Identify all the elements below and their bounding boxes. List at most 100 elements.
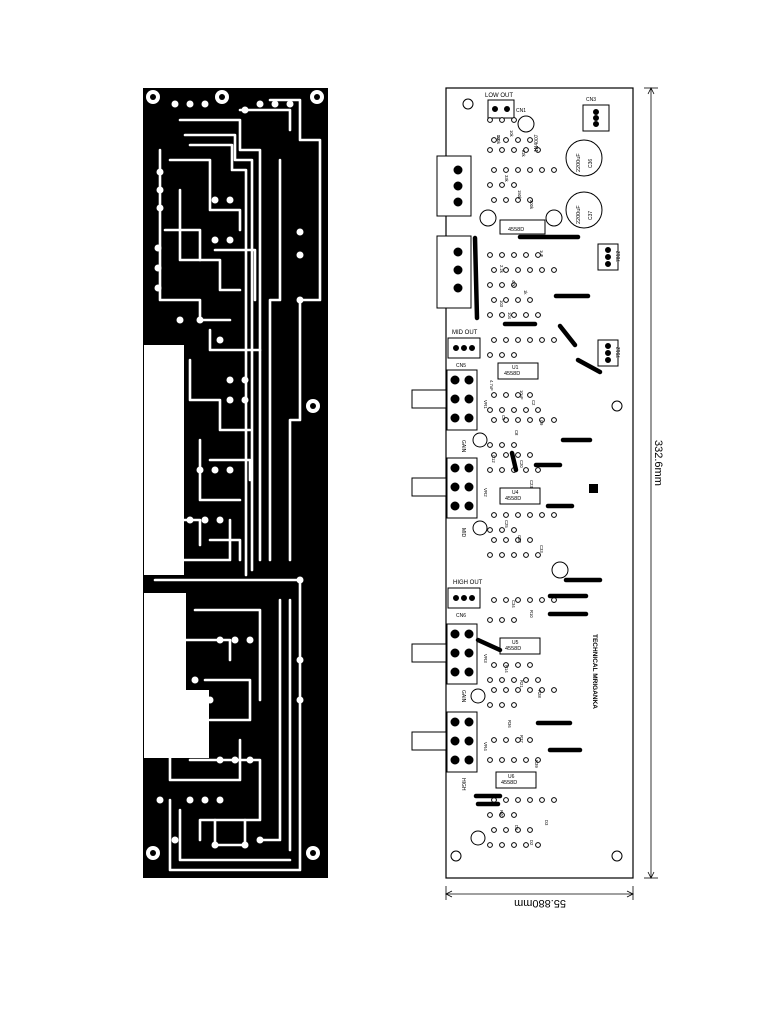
chip-u1-ref: U1 [512,365,519,371]
pad [487,617,493,623]
high-out-label: HIGH OUT [453,580,483,586]
pad [527,662,533,668]
height-dimension-label: 332.6mm [652,440,664,486]
chip-u4-ref: U4 [512,490,519,496]
pad [491,662,497,668]
pad [503,537,509,543]
chip-u6-ref: U6 [508,774,515,780]
pad [503,167,509,173]
copper-traces [153,98,322,872]
pad [527,537,533,543]
component-value-label: 10uF [519,390,524,400]
pad [527,167,533,173]
chip-u5-part: 4558D [505,646,521,652]
pad [515,297,521,303]
component-value-label: D2 [529,840,534,846]
pad [523,757,529,763]
pad [491,687,497,693]
cn6-label: CN6 [456,613,466,619]
pad [523,252,529,258]
copper-mounting-holes [146,90,324,860]
component-value-label: R39 [534,760,539,768]
knob-label-high: HIGH [460,778,466,791]
pad [491,537,497,543]
cap-c37-ref: C37 [588,211,594,220]
pad [535,407,541,413]
pad [527,137,533,143]
silk-mounting-holes [450,98,623,862]
silkscreen-board [411,87,634,879]
component-value-label: C12 [491,455,496,463]
pad [515,597,521,603]
pad [551,337,557,343]
pot-vr1-ref: VR1 [483,400,488,409]
pad [499,842,505,848]
pad [515,737,521,743]
component-value-label: R21 [519,680,524,688]
pad [503,337,509,343]
knob-label-gain-2: GAIN [460,690,466,703]
component-value-label: 103 [499,300,504,308]
cap-c36-value: 2200uF [576,153,582,172]
component-value-label: C20 [519,460,524,468]
pad [511,252,517,258]
pad [511,757,517,763]
pad [499,812,505,818]
cap-c36-ref: C36 [588,159,594,168]
pad [491,137,497,143]
pad [503,797,509,803]
pad [503,392,509,398]
pad [527,417,533,423]
pad [515,687,521,693]
pad [539,167,545,173]
pad [511,677,517,683]
pad [487,352,493,358]
component-value-label: C2 [531,400,536,406]
pad [499,117,505,123]
pad [511,282,517,288]
audio-jacks [411,389,447,751]
pad [503,197,509,203]
output-connectors [447,99,619,609]
pad [511,312,517,318]
cap-c37-value: 2200uF [576,205,582,224]
pad [523,552,529,558]
pad [551,167,557,173]
pad [515,417,521,423]
pad [487,442,493,448]
pad [511,147,517,153]
knob-label-mid: MID [460,528,466,538]
pad [551,267,557,273]
pad [499,617,505,623]
pad [523,147,529,153]
pad [551,797,557,803]
pad [523,467,529,473]
pad [511,442,517,448]
pad [515,512,521,518]
pad [503,137,509,143]
pad [527,797,533,803]
pad [551,512,557,518]
component-value-label: 200k [529,200,534,210]
pot-vr4-ref: VR4 [483,742,488,751]
pad [527,267,533,273]
pad [487,552,493,558]
pad [487,147,493,153]
component-value-label: 2.2k [499,265,504,274]
pot-vr2-ref: VR2 [483,488,488,497]
pad [487,527,493,533]
pad [515,827,521,833]
pad [527,737,533,743]
pad [491,827,497,833]
pad [523,842,529,848]
pad [487,182,493,188]
chip-u4-part: 4558D [505,496,521,502]
jumper-wires [472,234,603,807]
pad [511,812,517,818]
pad [551,597,557,603]
pad [515,537,521,543]
component-value-labels: 100k10k22k33k150k200k2.2k47k1k1031041uF4… [489,130,549,846]
pad [491,297,497,303]
pad [503,687,509,693]
pad [523,407,529,413]
